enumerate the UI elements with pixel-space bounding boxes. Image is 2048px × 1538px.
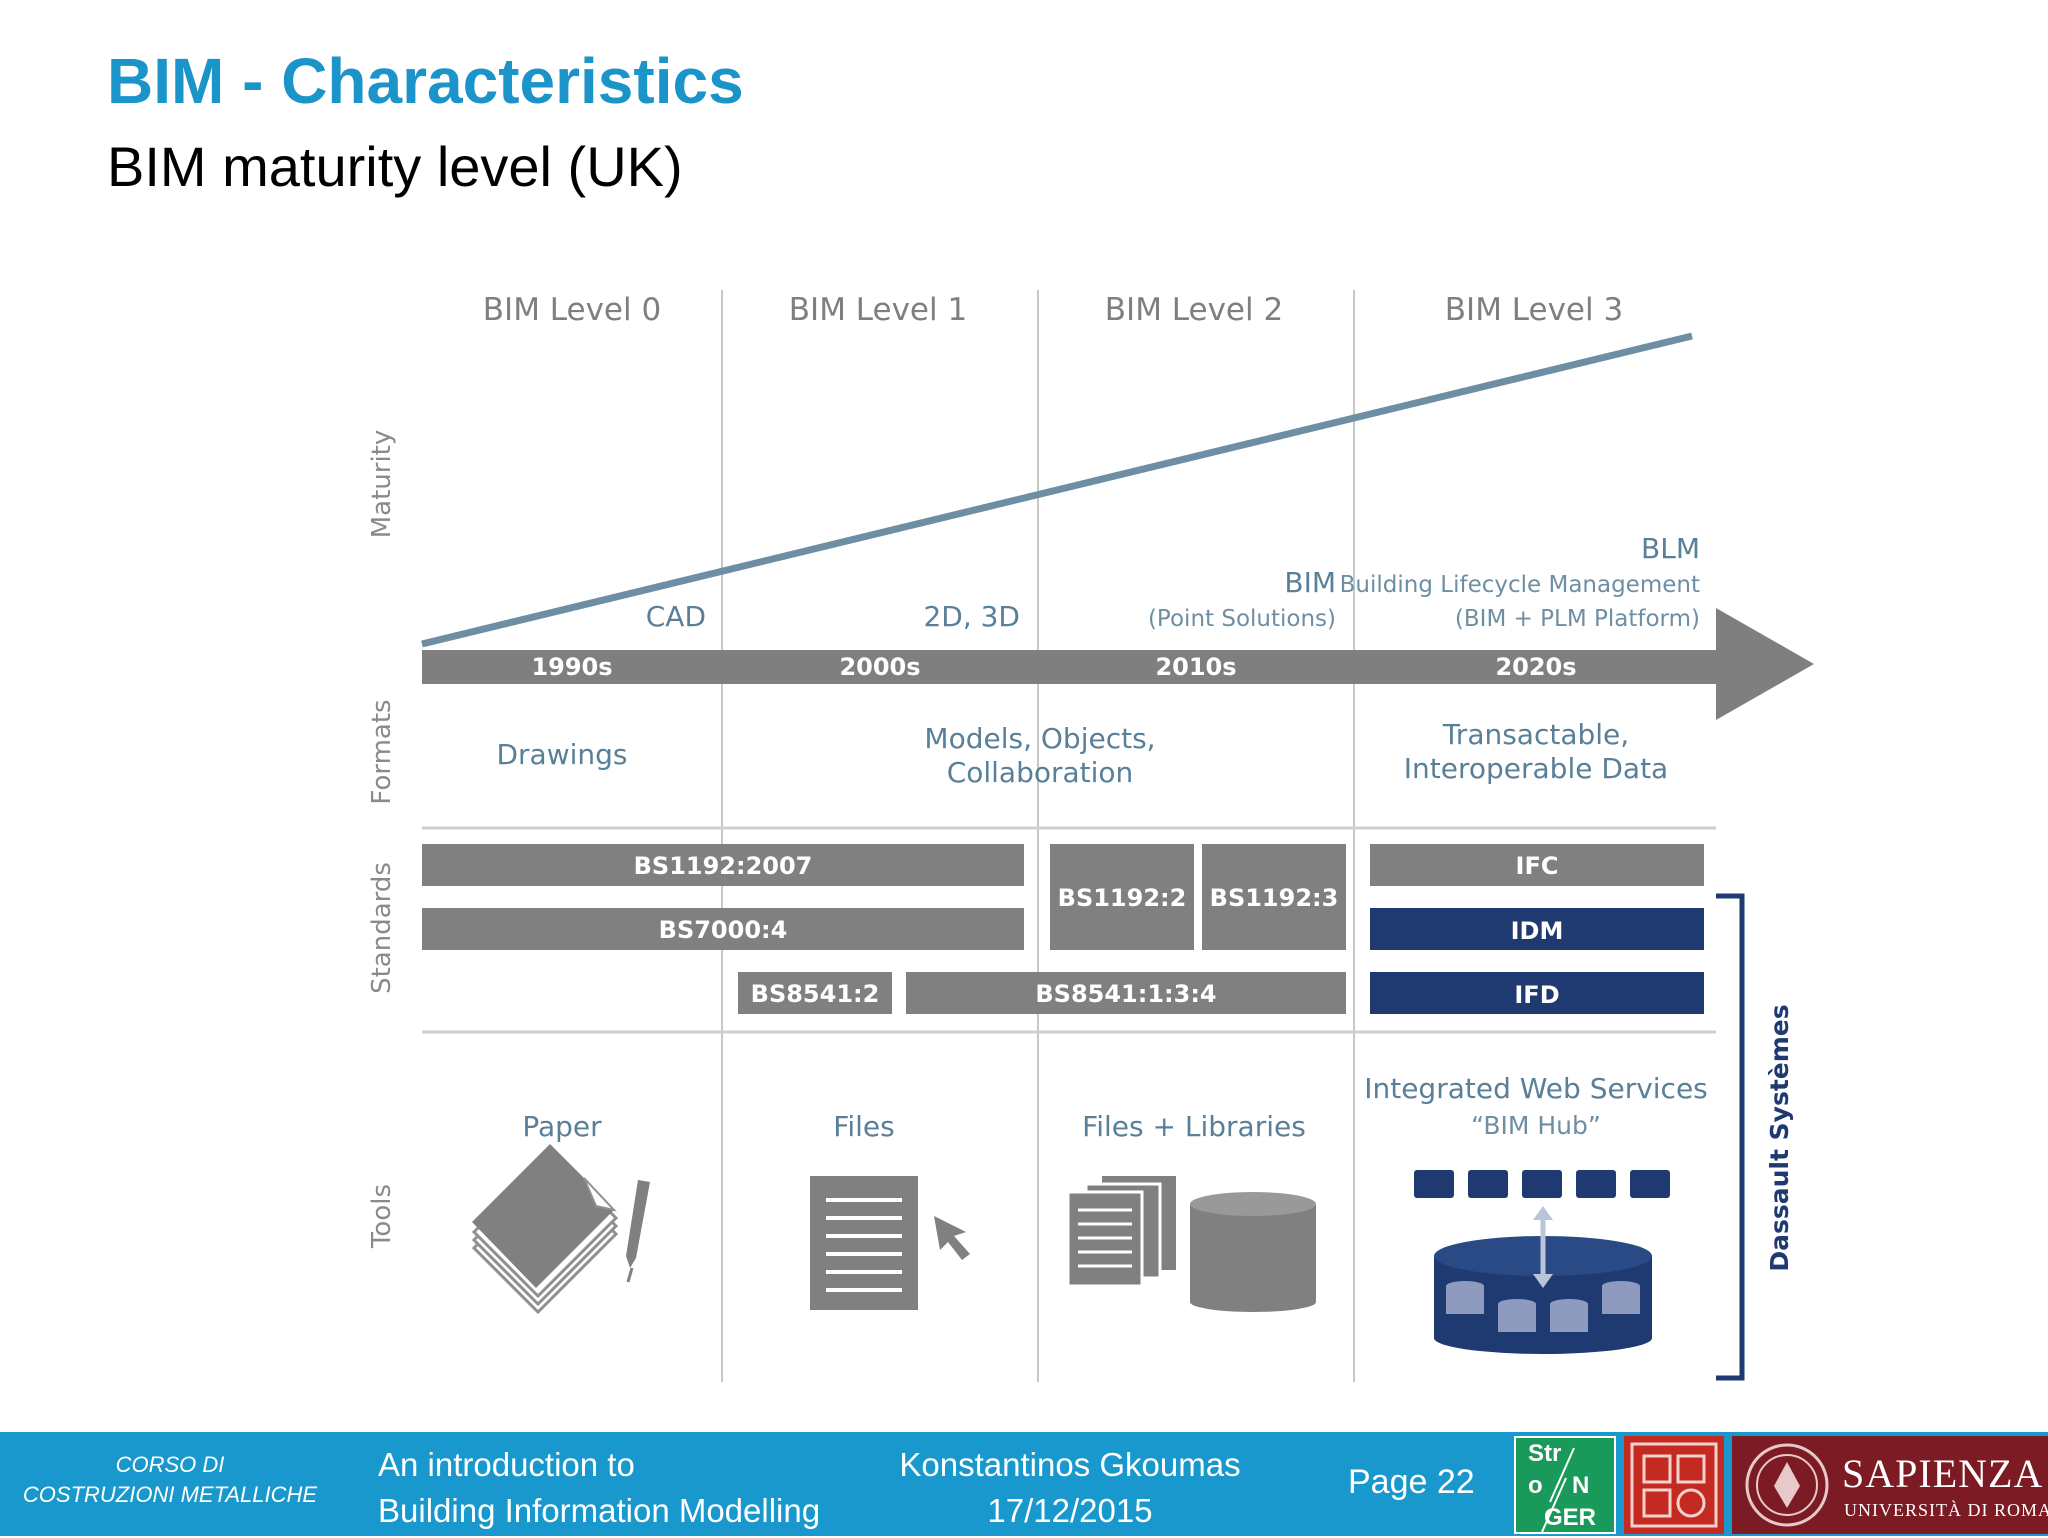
stronger-logo-text-2: o bbox=[1528, 1472, 1543, 1499]
level-header-1: BIM Level 1 bbox=[789, 292, 967, 328]
maturity-label-bim-sub: (Point Solutions) bbox=[1148, 606, 1336, 632]
standard-label-bs8541-134: BS8541:1:3:4 bbox=[1035, 980, 1216, 1008]
level-header-0: BIM Level 0 bbox=[483, 292, 661, 328]
row-label-standards: Standards bbox=[367, 862, 397, 994]
row-separators bbox=[422, 826, 1716, 1034]
decade-2000s: 2000s bbox=[839, 653, 920, 681]
mouse-cursor-icon bbox=[934, 1216, 970, 1260]
standard-label-bs7000-4: BS7000:4 bbox=[659, 916, 788, 944]
hub-node-1 bbox=[1414, 1170, 1454, 1198]
bim-hub-icon bbox=[1414, 1170, 1670, 1354]
standard-label-bs1192-2007: BS1192:2007 bbox=[634, 852, 813, 880]
footer-page-number: Page 22 bbox=[1348, 1463, 1475, 1501]
hub-node-4 bbox=[1576, 1170, 1616, 1198]
tool-label-files: Files bbox=[833, 1110, 894, 1143]
slide-subtitle: BIM maturity level (UK) bbox=[107, 135, 683, 198]
standard-label-bs1192-3: BS1192:3 bbox=[1210, 884, 1339, 912]
standard-label-bs8541-2: BS8541:2 bbox=[751, 980, 880, 1008]
standard-label-idm: IDM bbox=[1511, 917, 1564, 945]
standard-bar-bs1192-3 bbox=[1202, 844, 1346, 950]
tool-label-web-services: Integrated Web Services bbox=[1364, 1072, 1708, 1105]
stronger-logo-slashes bbox=[1541, 1447, 1575, 1532]
footer-author: Konstantinos Gkoumas bbox=[899, 1446, 1241, 1483]
standard-bar-ifc bbox=[1370, 844, 1704, 886]
tool-label-paper: Paper bbox=[522, 1110, 602, 1143]
stronger-logo-text-3: N bbox=[1572, 1472, 1590, 1499]
decade-2020s: 2020s bbox=[1495, 653, 1576, 681]
standard-label-ifc: IFC bbox=[1516, 852, 1559, 880]
standard-bar-bs8541-2 bbox=[738, 972, 892, 1014]
format-data-line2: Interoperable Data bbox=[1404, 752, 1668, 785]
maturity-label-blm: BLM bbox=[1641, 532, 1700, 565]
maturity-label-cad: CAD bbox=[646, 600, 706, 633]
column-dividers bbox=[721, 290, 1355, 1382]
sapienza-logo bbox=[1732, 1436, 2048, 1534]
standard-bar-bs7000-4 bbox=[422, 908, 1024, 950]
standard-bar-idm bbox=[1370, 908, 1704, 950]
level-header-2: BIM Level 2 bbox=[1105, 292, 1283, 328]
format-drawings: Drawings bbox=[496, 738, 627, 771]
file-stack-icon bbox=[1066, 1176, 1176, 1288]
footer-course-line2: COSTRUZIONI METALLICHE bbox=[22, 1482, 318, 1507]
footer-date: 17/12/2015 bbox=[987, 1492, 1153, 1529]
sapienza-name: SAPIENZA bbox=[1842, 1451, 2044, 1496]
tool-label-files-libraries: Files + Libraries bbox=[1082, 1110, 1306, 1143]
maturity-label-bim: BIM bbox=[1284, 566, 1336, 599]
sapienza-emblem-icon bbox=[1745, 1443, 1829, 1527]
format-models-line2: Collaboration bbox=[947, 756, 1134, 789]
hub-node-5 bbox=[1630, 1170, 1670, 1198]
slide-title: BIM - Characteristics bbox=[107, 45, 744, 117]
level-header-3: BIM Level 3 bbox=[1445, 292, 1623, 328]
sapienza-subtitle: UNIVERSITÀ DI ROMA bbox=[1844, 1500, 2048, 1520]
timeline-arrow bbox=[422, 608, 1814, 720]
standard-label-ifd: IFD bbox=[1514, 981, 1559, 1009]
maturity-label-blm-sub1: Building Lifecycle Management bbox=[1340, 572, 1700, 598]
paper-stack-icon bbox=[471, 1144, 650, 1315]
seal-logo bbox=[1624, 1436, 1724, 1534]
maturity-trend-line bbox=[421, 332, 1693, 648]
footer-intro-line2: Building Information Modelling bbox=[378, 1492, 821, 1529]
hub-node-3 bbox=[1522, 1170, 1562, 1198]
row-label-maturity: Maturity bbox=[367, 430, 397, 539]
stronger-logo: Str o N GER bbox=[1514, 1436, 1616, 1534]
dassault-bracket bbox=[1716, 893, 1745, 1381]
standard-bar-bs8541-134 bbox=[906, 972, 1346, 1014]
standard-bar-bs1192-2007 bbox=[422, 844, 1024, 886]
standard-label-bs1192-2: BS1192:2 bbox=[1058, 884, 1187, 912]
decade-2010s: 2010s bbox=[1155, 653, 1236, 681]
format-models-line1: Models, Objects, bbox=[924, 722, 1155, 755]
footer-course-line1: CORSO DI bbox=[115, 1452, 225, 1477]
stronger-logo-text-1: Str bbox=[1528, 1440, 1562, 1467]
file-document-icon bbox=[810, 1176, 918, 1310]
maturity-label-blm-sub2: (BIM + PLM Platform) bbox=[1455, 606, 1700, 632]
bracket-label-dassault: Dassault Systèmes bbox=[1765, 1004, 1794, 1271]
standard-bar-ifd bbox=[1370, 972, 1704, 1014]
row-label-formats: Formats bbox=[367, 699, 397, 804]
standard-bar-bs1192-2 bbox=[1050, 844, 1194, 950]
maturity-label-2d3d: 2D, 3D bbox=[923, 600, 1020, 633]
hub-node-2 bbox=[1468, 1170, 1508, 1198]
footer-intro-line1: An introduction to bbox=[378, 1446, 635, 1483]
tool-label-bim-hub: “BIM Hub” bbox=[1471, 1111, 1601, 1140]
format-data-line1: Transactable, bbox=[1442, 718, 1629, 751]
database-cylinder-icon bbox=[1190, 1192, 1316, 1312]
decade-1990s: 1990s bbox=[531, 653, 612, 681]
row-label-tools: Tools bbox=[367, 1184, 397, 1249]
red-seal-icon bbox=[1630, 1442, 1718, 1528]
